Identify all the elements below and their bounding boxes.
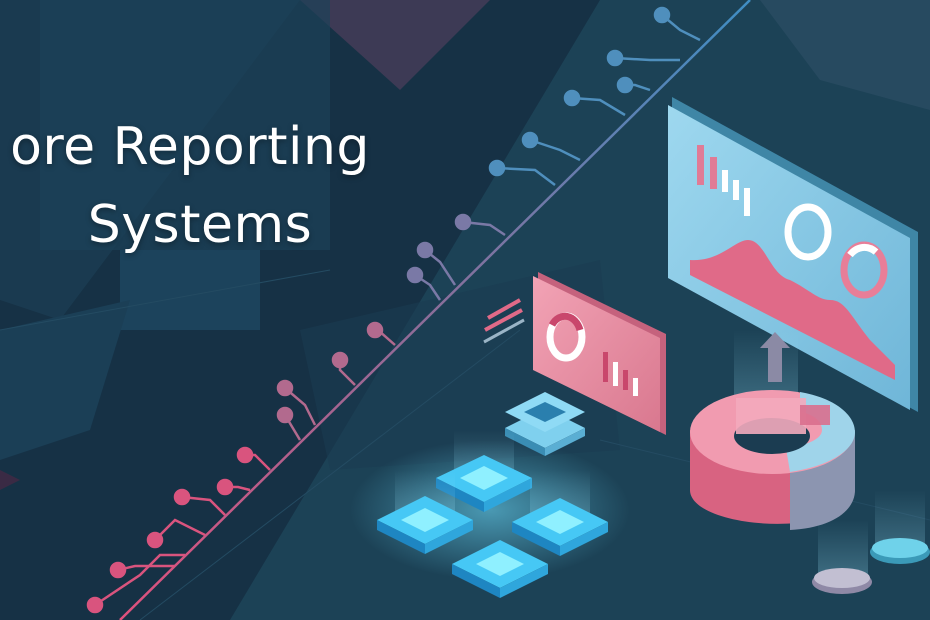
bar-chart-icon bbox=[697, 145, 750, 216]
pedestals bbox=[812, 490, 930, 594]
banner-title-line-1: ore Reporting bbox=[10, 117, 370, 177]
3d-ring-chart-icon bbox=[690, 390, 855, 530]
circuit-trace bbox=[86, 0, 751, 620]
dashboard-panel-small bbox=[483, 272, 666, 435]
banner-title: ore Reporting Systems bbox=[0, 108, 420, 264]
banner-title-line-2: Systems bbox=[87, 195, 313, 255]
donut-chart-icon bbox=[784, 203, 888, 299]
chip-stack-icon bbox=[350, 392, 630, 598]
area-chart-icon bbox=[690, 240, 895, 380]
dashboard-panel-large bbox=[668, 97, 918, 412]
